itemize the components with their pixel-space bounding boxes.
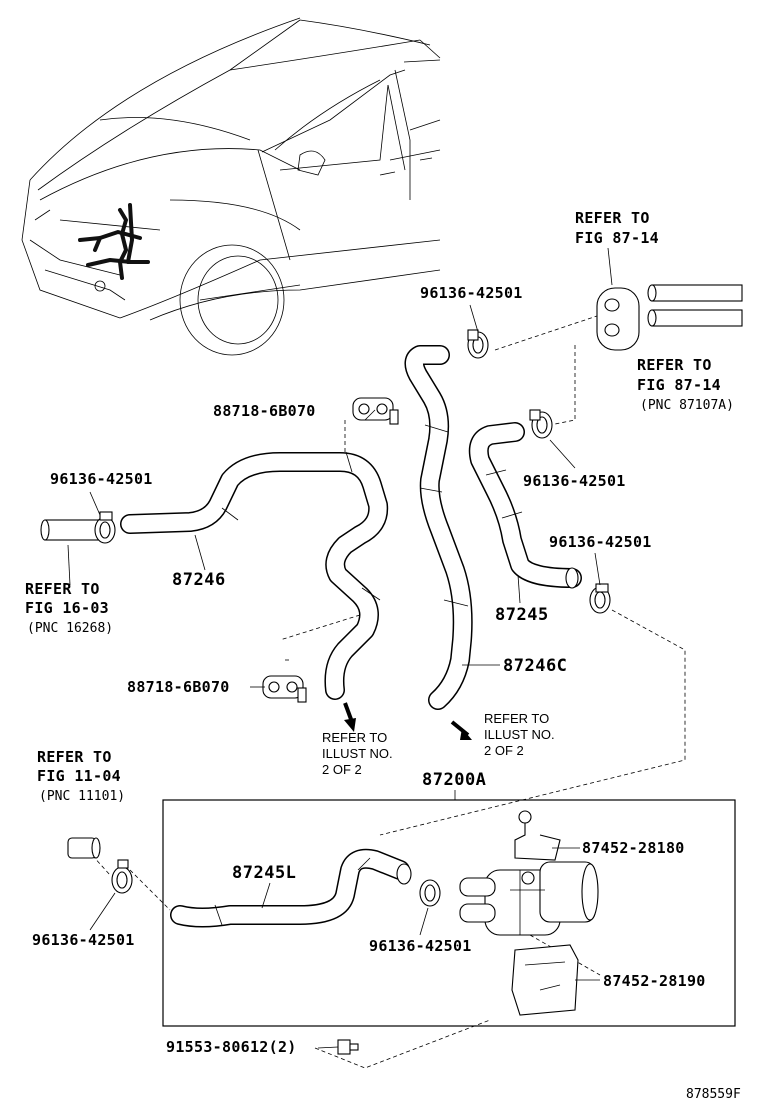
clamp-right-a xyxy=(529,409,553,439)
bracket-a xyxy=(514,810,561,861)
label-illust-left-c[interactable]: 2 OF 2 xyxy=(322,762,362,777)
pump-body xyxy=(459,861,599,936)
label-refer-87-14-top-b[interactable]: FIG 87-14 xyxy=(575,229,659,247)
label-illust-left-a[interactable]: REFER TO xyxy=(322,730,387,745)
vehicle-illustration xyxy=(21,17,441,356)
label-refer-87-14-mid-a[interactable]: REFER TO xyxy=(637,356,712,374)
label-leaders xyxy=(67,247,613,1049)
arrow-right-icon xyxy=(450,720,472,740)
clamp-box-left xyxy=(111,859,133,894)
holder-top xyxy=(352,397,399,425)
label-refer-16-03-b[interactable]: FIG 16-03 xyxy=(25,599,109,617)
label-illust-right-b[interactable]: ILLUST NO. xyxy=(484,727,555,742)
part-labels: REFER TO FIG 87-14 96136-42501 REFER TO … xyxy=(25,209,741,1102)
label-clamp-left[interactable]: 96136-42501 xyxy=(50,470,153,488)
label-pump-assy[interactable]: 87200A xyxy=(422,770,486,790)
hose-87246 xyxy=(120,451,389,700)
label-refer-87-14-mid-c: (PNC 87107A) xyxy=(640,398,734,413)
label-hose-87246c[interactable]: 87246C xyxy=(503,656,567,676)
label-clamp-top[interactable]: 96136-42501 xyxy=(420,284,523,302)
label-illust-right-a[interactable]: REFER TO xyxy=(484,711,549,726)
arrow-left-icon xyxy=(343,702,356,732)
bolt-icon xyxy=(337,1039,359,1055)
label-clamp-right-b[interactable]: 96136-42501 xyxy=(549,533,652,551)
clamp-box-mid xyxy=(419,879,441,907)
hose-87245 xyxy=(468,422,582,589)
label-holder-top[interactable]: 88718-6B070 xyxy=(213,402,316,420)
label-illust-left-b[interactable]: ILLUST NO. xyxy=(322,746,393,761)
fitting-11-04 xyxy=(67,837,101,859)
label-refer-11-04-b[interactable]: FIG 11-04 xyxy=(37,767,121,785)
label-refer-87-14-top-a[interactable]: REFER TO xyxy=(575,209,650,227)
label-clamp-box-mid[interactable]: 96136-42501 xyxy=(369,937,472,955)
label-hose-87245l[interactable]: 87245L xyxy=(232,863,296,883)
clamp-left xyxy=(94,511,116,544)
label-holder-bottom[interactable]: 88718-6B070 xyxy=(127,678,230,696)
label-illust-right-c[interactable]: 2 OF 2 xyxy=(484,743,524,758)
hose-87246c xyxy=(404,345,473,710)
bracket-b xyxy=(511,944,579,1016)
label-clamp-box-left[interactable]: 96136-42501 xyxy=(32,931,135,949)
holder-bottom xyxy=(262,675,307,703)
label-clamp-right-a[interactable]: 96136-42501 xyxy=(523,472,626,490)
figure-code: 878559F xyxy=(686,1087,741,1102)
clamp-right-b xyxy=(589,583,611,614)
label-hose-87246[interactable]: 87246 xyxy=(172,570,226,590)
label-bolt[interactable]: 91553-80612(2) xyxy=(166,1038,297,1056)
pump-assembly-box xyxy=(162,799,736,1027)
hose-87245l xyxy=(170,848,412,928)
clamp-top xyxy=(467,329,489,359)
label-hose-87245[interactable]: 87245 xyxy=(495,605,549,625)
grommet xyxy=(596,287,640,351)
label-bracket-b[interactable]: 87452-28190 xyxy=(603,972,706,990)
leader-lines xyxy=(82,314,686,1069)
label-refer-16-03-a[interactable]: REFER TO xyxy=(25,580,100,598)
label-bracket-a[interactable]: 87452-28180 xyxy=(582,839,685,857)
label-refer-87-14-mid-b[interactable]: FIG 87-14 xyxy=(637,376,721,394)
label-refer-11-04-a[interactable]: REFER TO xyxy=(37,748,112,766)
pipes-87-14 xyxy=(647,284,743,327)
label-refer-16-03-c: (PNC 16268) xyxy=(27,621,113,636)
label-refer-11-04-c: (PNC 11101) xyxy=(39,789,125,804)
